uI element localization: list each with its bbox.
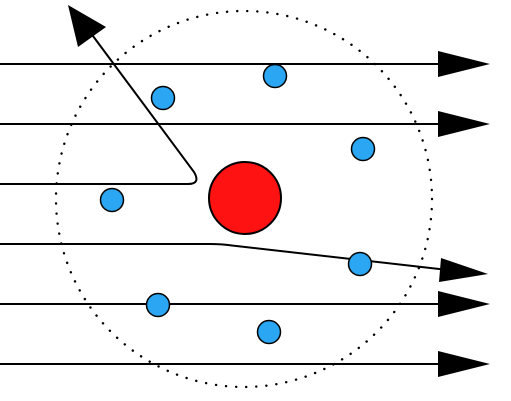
particle-path-backscattered — [0, 31, 198, 185]
particle-path-slightly-deflected — [0, 243, 449, 271]
nucleus — [208, 161, 282, 235]
electron — [262, 63, 288, 89]
electron — [99, 187, 125, 213]
electron — [145, 292, 171, 318]
arrowhead-2 — [438, 111, 490, 137]
arrowhead-6 — [438, 351, 490, 377]
electron — [256, 319, 282, 345]
arrowhead-backscattered — [68, 5, 106, 47]
arrowhead-5 — [438, 291, 490, 317]
particle-paths — [0, 31, 449, 365]
electron — [350, 136, 376, 162]
electron — [150, 85, 176, 111]
electron — [347, 251, 373, 277]
arrowhead-1 — [438, 51, 490, 77]
atom-boundary — [54, 9, 434, 389]
arrowheads — [68, 5, 490, 377]
arrowhead-deflected — [439, 258, 488, 282]
electrons — [99, 63, 376, 345]
